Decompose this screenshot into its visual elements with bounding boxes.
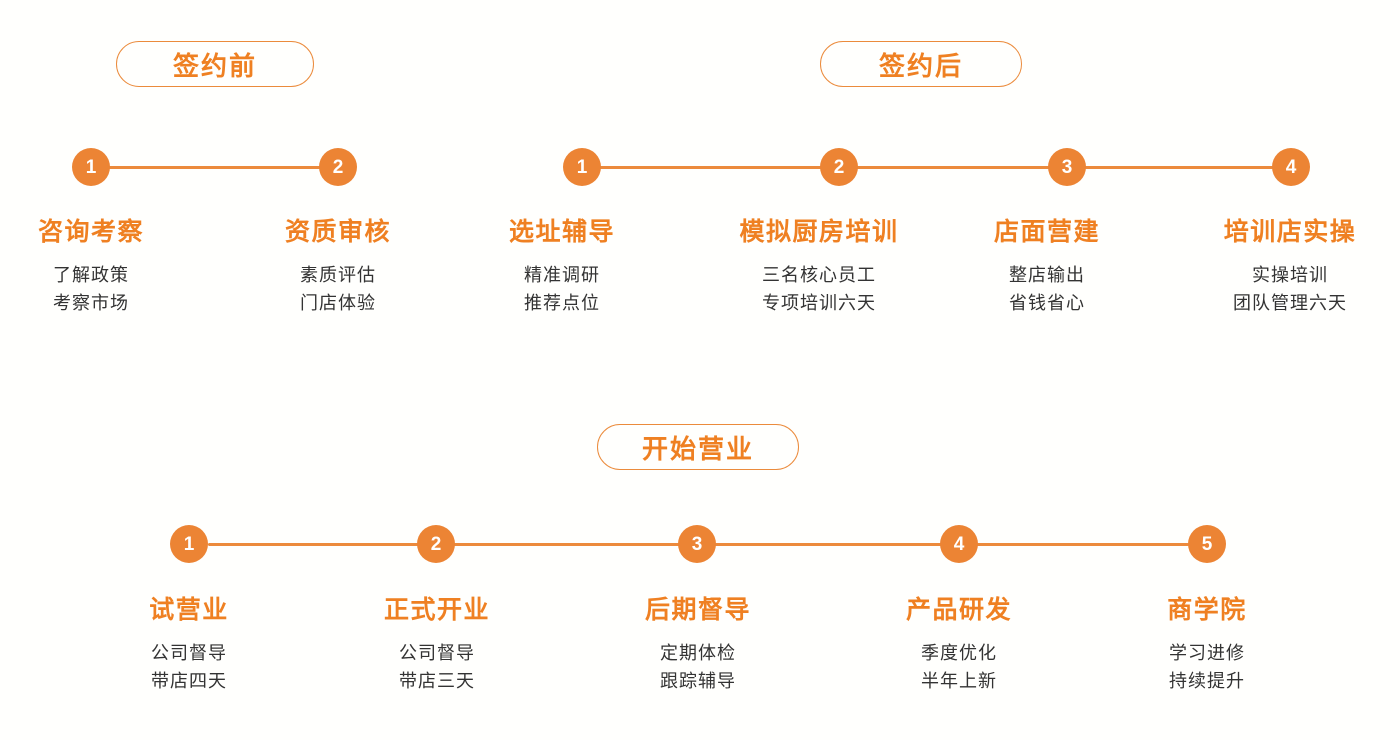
section-badge-pre-signing: 签约前 <box>116 41 314 87</box>
step-detail-lines: 公司督导 带店四天 <box>74 640 304 696</box>
step-title: 后期督导 <box>644 596 751 624</box>
step-detail-line: 季度优化 <box>921 643 997 663</box>
step-detail-line: 门店体验 <box>300 292 376 313</box>
step-title: 培训店实操 <box>1223 218 1357 246</box>
timeline-node-3[interactable]: 3 <box>1048 148 1086 186</box>
step-site-selection: 选址辅导 精准调研 推荐点位 <box>447 212 677 318</box>
step-detail-lines: 精准调研 推荐点位 <box>447 262 677 318</box>
timeline-node-4[interactable]: 4 <box>940 525 978 563</box>
step-detail-line: 跟踪辅导 <box>660 670 736 691</box>
section-badge-post-signing: 签约后 <box>820 41 1022 87</box>
step-detail-line: 省钱省心 <box>1009 292 1085 313</box>
step-training-store-practice: 培训店实操 实操培训 团队管理六天 <box>1175 212 1400 318</box>
timeline-track-post-signing: 1 2 3 4 <box>520 148 1340 188</box>
timeline-node-5[interactable]: 5 <box>1188 525 1226 563</box>
step-business-school: 商学院 学习进修 持续提升 <box>1092 590 1322 696</box>
step-detail-lines: 实操培训 团队管理六天 <box>1175 262 1400 318</box>
step-title: 模拟厨房培训 <box>739 218 899 246</box>
timeline-node-2[interactable]: 2 <box>417 525 455 563</box>
step-detail-lines: 季度优化 半年上新 <box>844 640 1074 696</box>
step-detail-lines: 学习进修 持续提升 <box>1092 640 1322 696</box>
step-product-rnd: 产品研发 季度优化 半年上新 <box>844 590 1074 696</box>
step-trial-operation: 试营业 公司督导 带店四天 <box>74 590 304 696</box>
step-qualification-review: 资质审核 素质评估 门店体验 <box>223 212 453 318</box>
step-title: 选址辅导 <box>508 218 615 246</box>
timeline-node-1[interactable]: 1 <box>72 148 110 186</box>
step-title: 商学院 <box>1167 596 1247 624</box>
step-detail-line: 素质评估 <box>300 265 376 285</box>
step-title: 正式开业 <box>383 596 490 624</box>
step-detail-line: 带店三天 <box>399 670 475 691</box>
step-title: 产品研发 <box>905 596 1012 624</box>
step-detail-line: 半年上新 <box>921 670 997 691</box>
section-badge-start-business: 开始营业 <box>597 424 799 470</box>
step-detail-line: 定期体检 <box>660 643 736 663</box>
step-detail-line: 专项培训六天 <box>762 292 876 313</box>
step-detail-line: 实操培训 <box>1252 265 1328 285</box>
step-detail-lines: 三名核心员工 专项培训六天 <box>704 262 934 318</box>
step-detail-line: 持续提升 <box>1169 670 1245 691</box>
timeline-track-pre-signing: 1 2 <box>0 148 420 188</box>
timeline-node-1[interactable]: 1 <box>170 525 208 563</box>
step-title: 资质审核 <box>284 218 391 246</box>
step-detail-line: 精准调研 <box>524 265 600 285</box>
step-detail-lines: 公司督导 带店三天 <box>322 640 552 696</box>
step-post-supervision: 后期督导 定期体检 跟踪辅导 <box>583 590 813 696</box>
connector-line <box>91 166 338 169</box>
step-kitchen-training: 模拟厨房培训 三名核心员工 专项培训六天 <box>704 212 934 318</box>
connector-line <box>582 166 1291 169</box>
timeline-node-4[interactable]: 4 <box>1272 148 1310 186</box>
step-detail-line: 考察市场 <box>53 292 129 313</box>
step-detail-line: 团队管理六天 <box>1233 292 1347 313</box>
step-detail-line: 公司督导 <box>151 643 227 663</box>
step-detail-line: 了解政策 <box>53 265 129 285</box>
step-detail-lines: 整店输出 省钱省心 <box>932 262 1162 318</box>
step-detail-lines: 定期体检 跟踪辅导 <box>583 640 813 696</box>
step-title: 店面营建 <box>993 218 1100 246</box>
step-detail-line: 学习进修 <box>1169 643 1245 663</box>
timeline-track-start-business: 1 2 3 4 5 <box>150 525 1240 565</box>
step-labels-row-2: 试营业 公司督导 带店四天 正式开业 公司督导 带店三天 后期督导 定期体检 跟… <box>0 590 1400 710</box>
step-grand-opening: 正式开业 公司督导 带店三天 <box>322 590 552 696</box>
step-labels-row-1: 咨询考察 了解政策 考察市场 资质审核 素质评估 门店体验 选址辅导 精准调研 … <box>0 212 1400 332</box>
timeline-node-2[interactable]: 2 <box>319 148 357 186</box>
step-detail-line: 整店输出 <box>1009 265 1085 285</box>
step-detail-line: 三名核心员工 <box>762 265 876 285</box>
step-store-construction: 店面营建 整店输出 省钱省心 <box>932 212 1162 318</box>
step-consultation: 咨询考察 了解政策 考察市场 <box>0 212 206 318</box>
step-title: 咨询考察 <box>37 218 144 246</box>
step-detail-line: 带店四天 <box>151 670 227 691</box>
step-detail-lines: 了解政策 考察市场 <box>0 262 206 318</box>
step-detail-lines: 素质评估 门店体验 <box>223 262 453 318</box>
timeline-node-2[interactable]: 2 <box>820 148 858 186</box>
step-detail-line: 公司督导 <box>399 643 475 663</box>
step-detail-line: 推荐点位 <box>524 292 600 313</box>
timeline-node-1[interactable]: 1 <box>563 148 601 186</box>
timeline-node-3[interactable]: 3 <box>678 525 716 563</box>
step-title: 试营业 <box>149 596 229 624</box>
